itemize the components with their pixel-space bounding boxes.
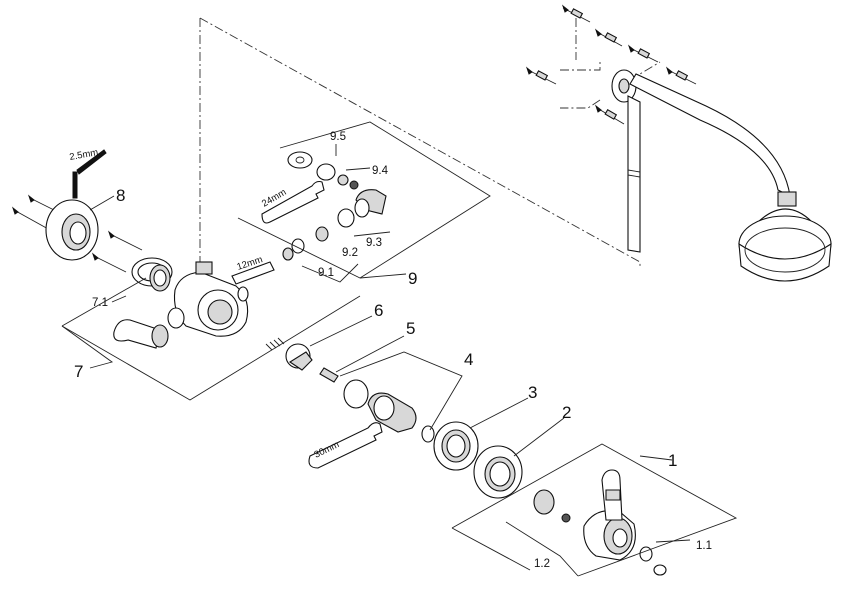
wall-screw — [525, 66, 557, 85]
leader-lines — [61, 121, 738, 577]
shower-head-assembly — [525, 4, 832, 282]
label-6: 6 — [374, 301, 383, 320]
wall-screw — [627, 44, 659, 63]
part-3-ring — [433, 421, 479, 471]
wall-screw — [594, 28, 623, 47]
label-5: 5 — [406, 319, 415, 338]
label-9: 9 — [408, 269, 417, 288]
label-7-1: 7.1 — [92, 297, 108, 309]
label-9-5: 9.5 — [330, 131, 346, 143]
shower-arm — [629, 73, 791, 197]
label-1-2: 1.2 — [534, 558, 550, 570]
label-9-4: 9.4 — [372, 165, 389, 177]
label-9-2: 9.2 — [342, 247, 358, 259]
wall-screw — [665, 66, 697, 85]
part-2-ring — [473, 445, 523, 499]
part-7-valve-body — [113, 257, 249, 349]
label-9-1: 9.1 — [318, 267, 334, 279]
part-8-mounting-ring — [11, 194, 143, 273]
label-1: 1 — [668, 451, 677, 470]
part-9-assembly: 12mm 24mm — [231, 151, 387, 285]
label-4: 4 — [464, 350, 473, 369]
vertical-pipe — [627, 95, 641, 253]
label-9-3: 9.3 — [366, 237, 382, 249]
part-5 — [319, 367, 339, 383]
label-8: 8 — [116, 186, 125, 205]
alignment-lines — [199, 17, 661, 268]
part-1-handle-assembly — [533, 469, 667, 576]
label-7: 7 — [74, 362, 83, 381]
label-3: 3 — [528, 383, 537, 402]
wall-screw — [561, 4, 591, 23]
allen-key-size: 2.5mm — [69, 147, 100, 163]
part-labels: 1 1.1 1.2 2 3 4 5 6 7 7.1 8 9 9.1 9.2 9.… — [74, 131, 712, 570]
cartridge-parts: 30mm — [265, 337, 435, 469]
label-2: 2 — [562, 403, 571, 422]
wall-screw — [594, 104, 625, 125]
allen-key-tool: 2.5mm — [69, 147, 107, 199]
shower-head — [738, 191, 832, 282]
label-1-1: 1.1 — [696, 540, 712, 552]
